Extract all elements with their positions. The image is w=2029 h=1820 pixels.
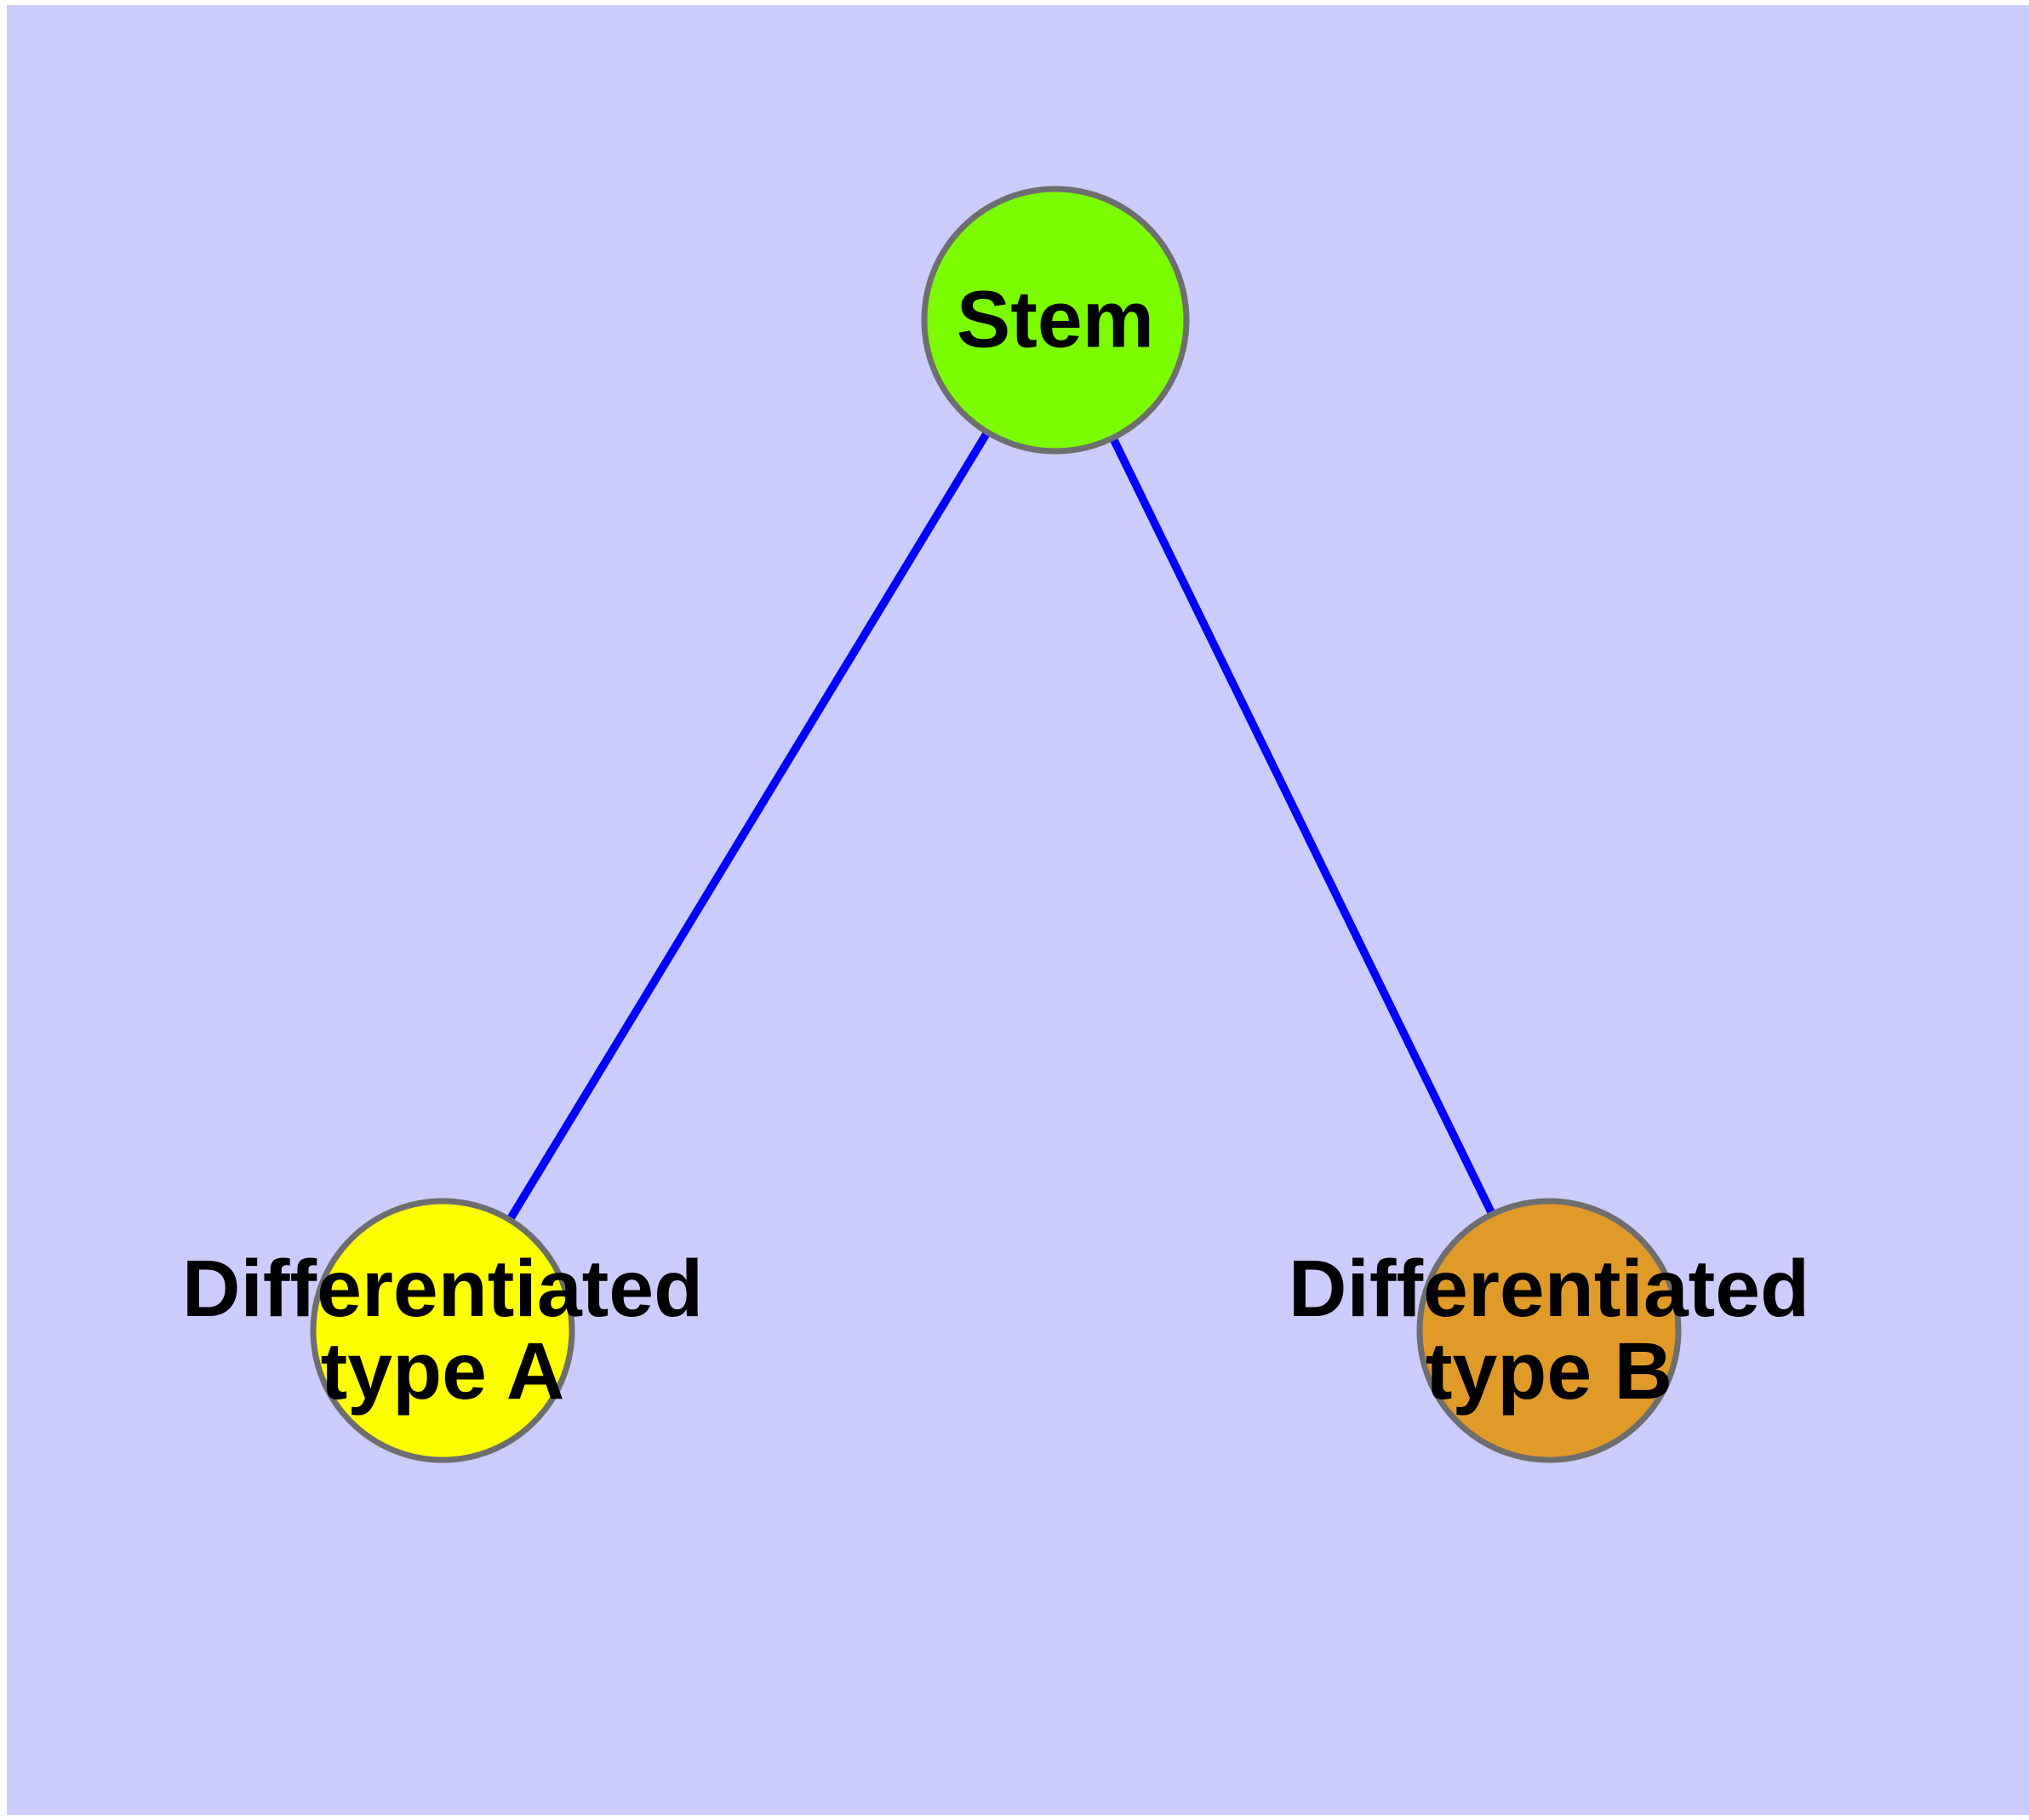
node-label-diff_a: Differentiated type A	[181, 1244, 704, 1417]
graph-node-diff_b[interactable]	[1416, 1198, 1682, 1463]
graph-edge-stem-to-a	[506, 430, 992, 1222]
graph-edge-stem-to-b	[1109, 436, 1496, 1216]
graph-node-diff_a[interactable]	[310, 1198, 575, 1463]
edges-layer	[506, 430, 1496, 1222]
node-label-stem: Stem	[956, 274, 1155, 365]
node-label-diff_b: Differentiated type B	[1288, 1244, 1810, 1417]
graph-node-stem[interactable]	[921, 186, 1190, 455]
nodes-layer	[310, 186, 1682, 1463]
